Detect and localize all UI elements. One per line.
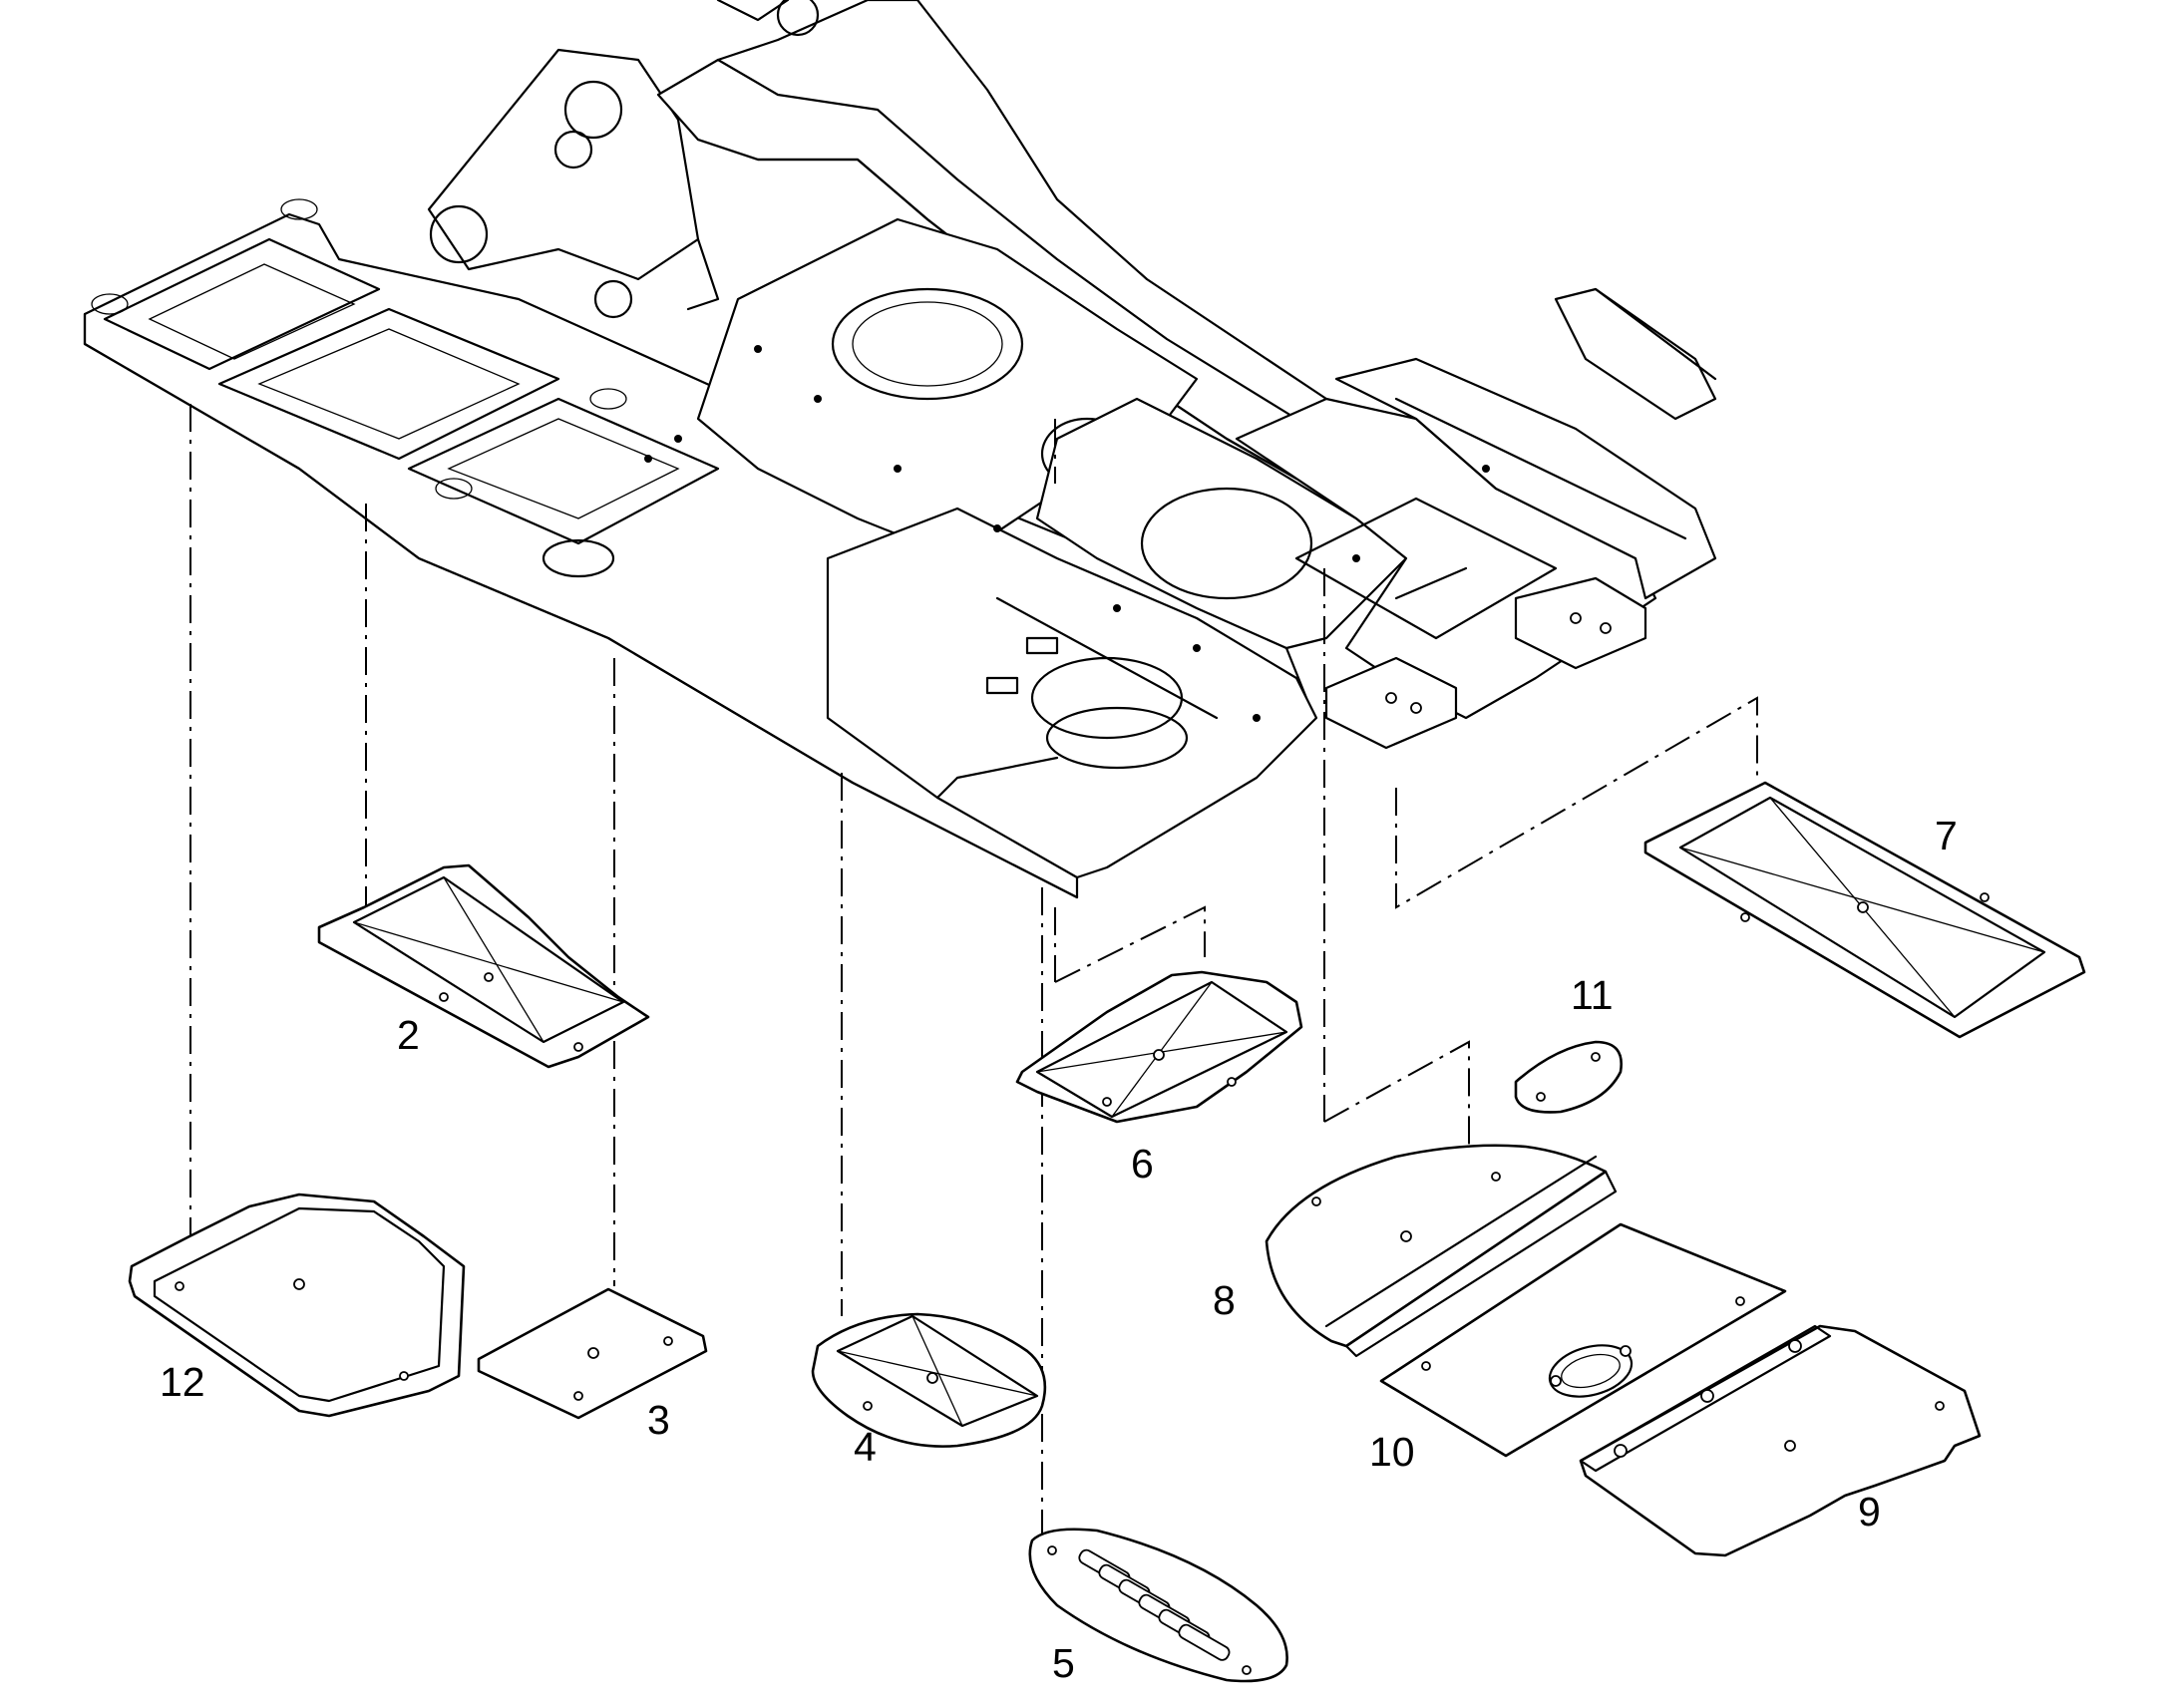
part-4-cover-plate	[811, 1312, 1047, 1448]
part-2-cover-plate	[317, 863, 650, 1069]
label-part-6: 6	[1131, 1141, 1154, 1187]
part-9-cover-plate	[1579, 1324, 1982, 1557]
part-11-cover-plate	[1514, 1040, 1624, 1114]
label-part-9: 9	[1858, 1489, 1881, 1535]
label-part-10: 10	[1369, 1429, 1415, 1475]
alignment-lines	[189, 404, 1758, 1536]
part-8-cover-plate	[1265, 1144, 1618, 1358]
label-part-5: 5	[1052, 1640, 1075, 1686]
label-part-11: 11	[1571, 972, 1614, 1018]
label-part-7: 7	[1935, 813, 1958, 858]
part-12-cover-plate	[128, 1193, 466, 1418]
label-part-2: 2	[397, 1012, 420, 1058]
label-part-3: 3	[647, 1397, 670, 1443]
part-3-cover-plate	[477, 1287, 708, 1420]
part-6-cover-plate	[1015, 970, 1303, 1124]
part-10-cover-plate	[1379, 1222, 1787, 1458]
grille-slots	[1078, 1548, 1231, 1661]
part-number-labels: 2 3 4 5 6 7 8 9 10 11 12	[160, 813, 1958, 1686]
label-part-4: 4	[854, 1424, 877, 1470]
label-part-12: 12	[160, 1359, 205, 1405]
label-part-8: 8	[1213, 1277, 1236, 1323]
part-7-cover-plate	[1643, 781, 2086, 1039]
upper-frame	[83, 0, 1717, 899]
part-5-grille-plate	[1028, 1528, 1288, 1683]
